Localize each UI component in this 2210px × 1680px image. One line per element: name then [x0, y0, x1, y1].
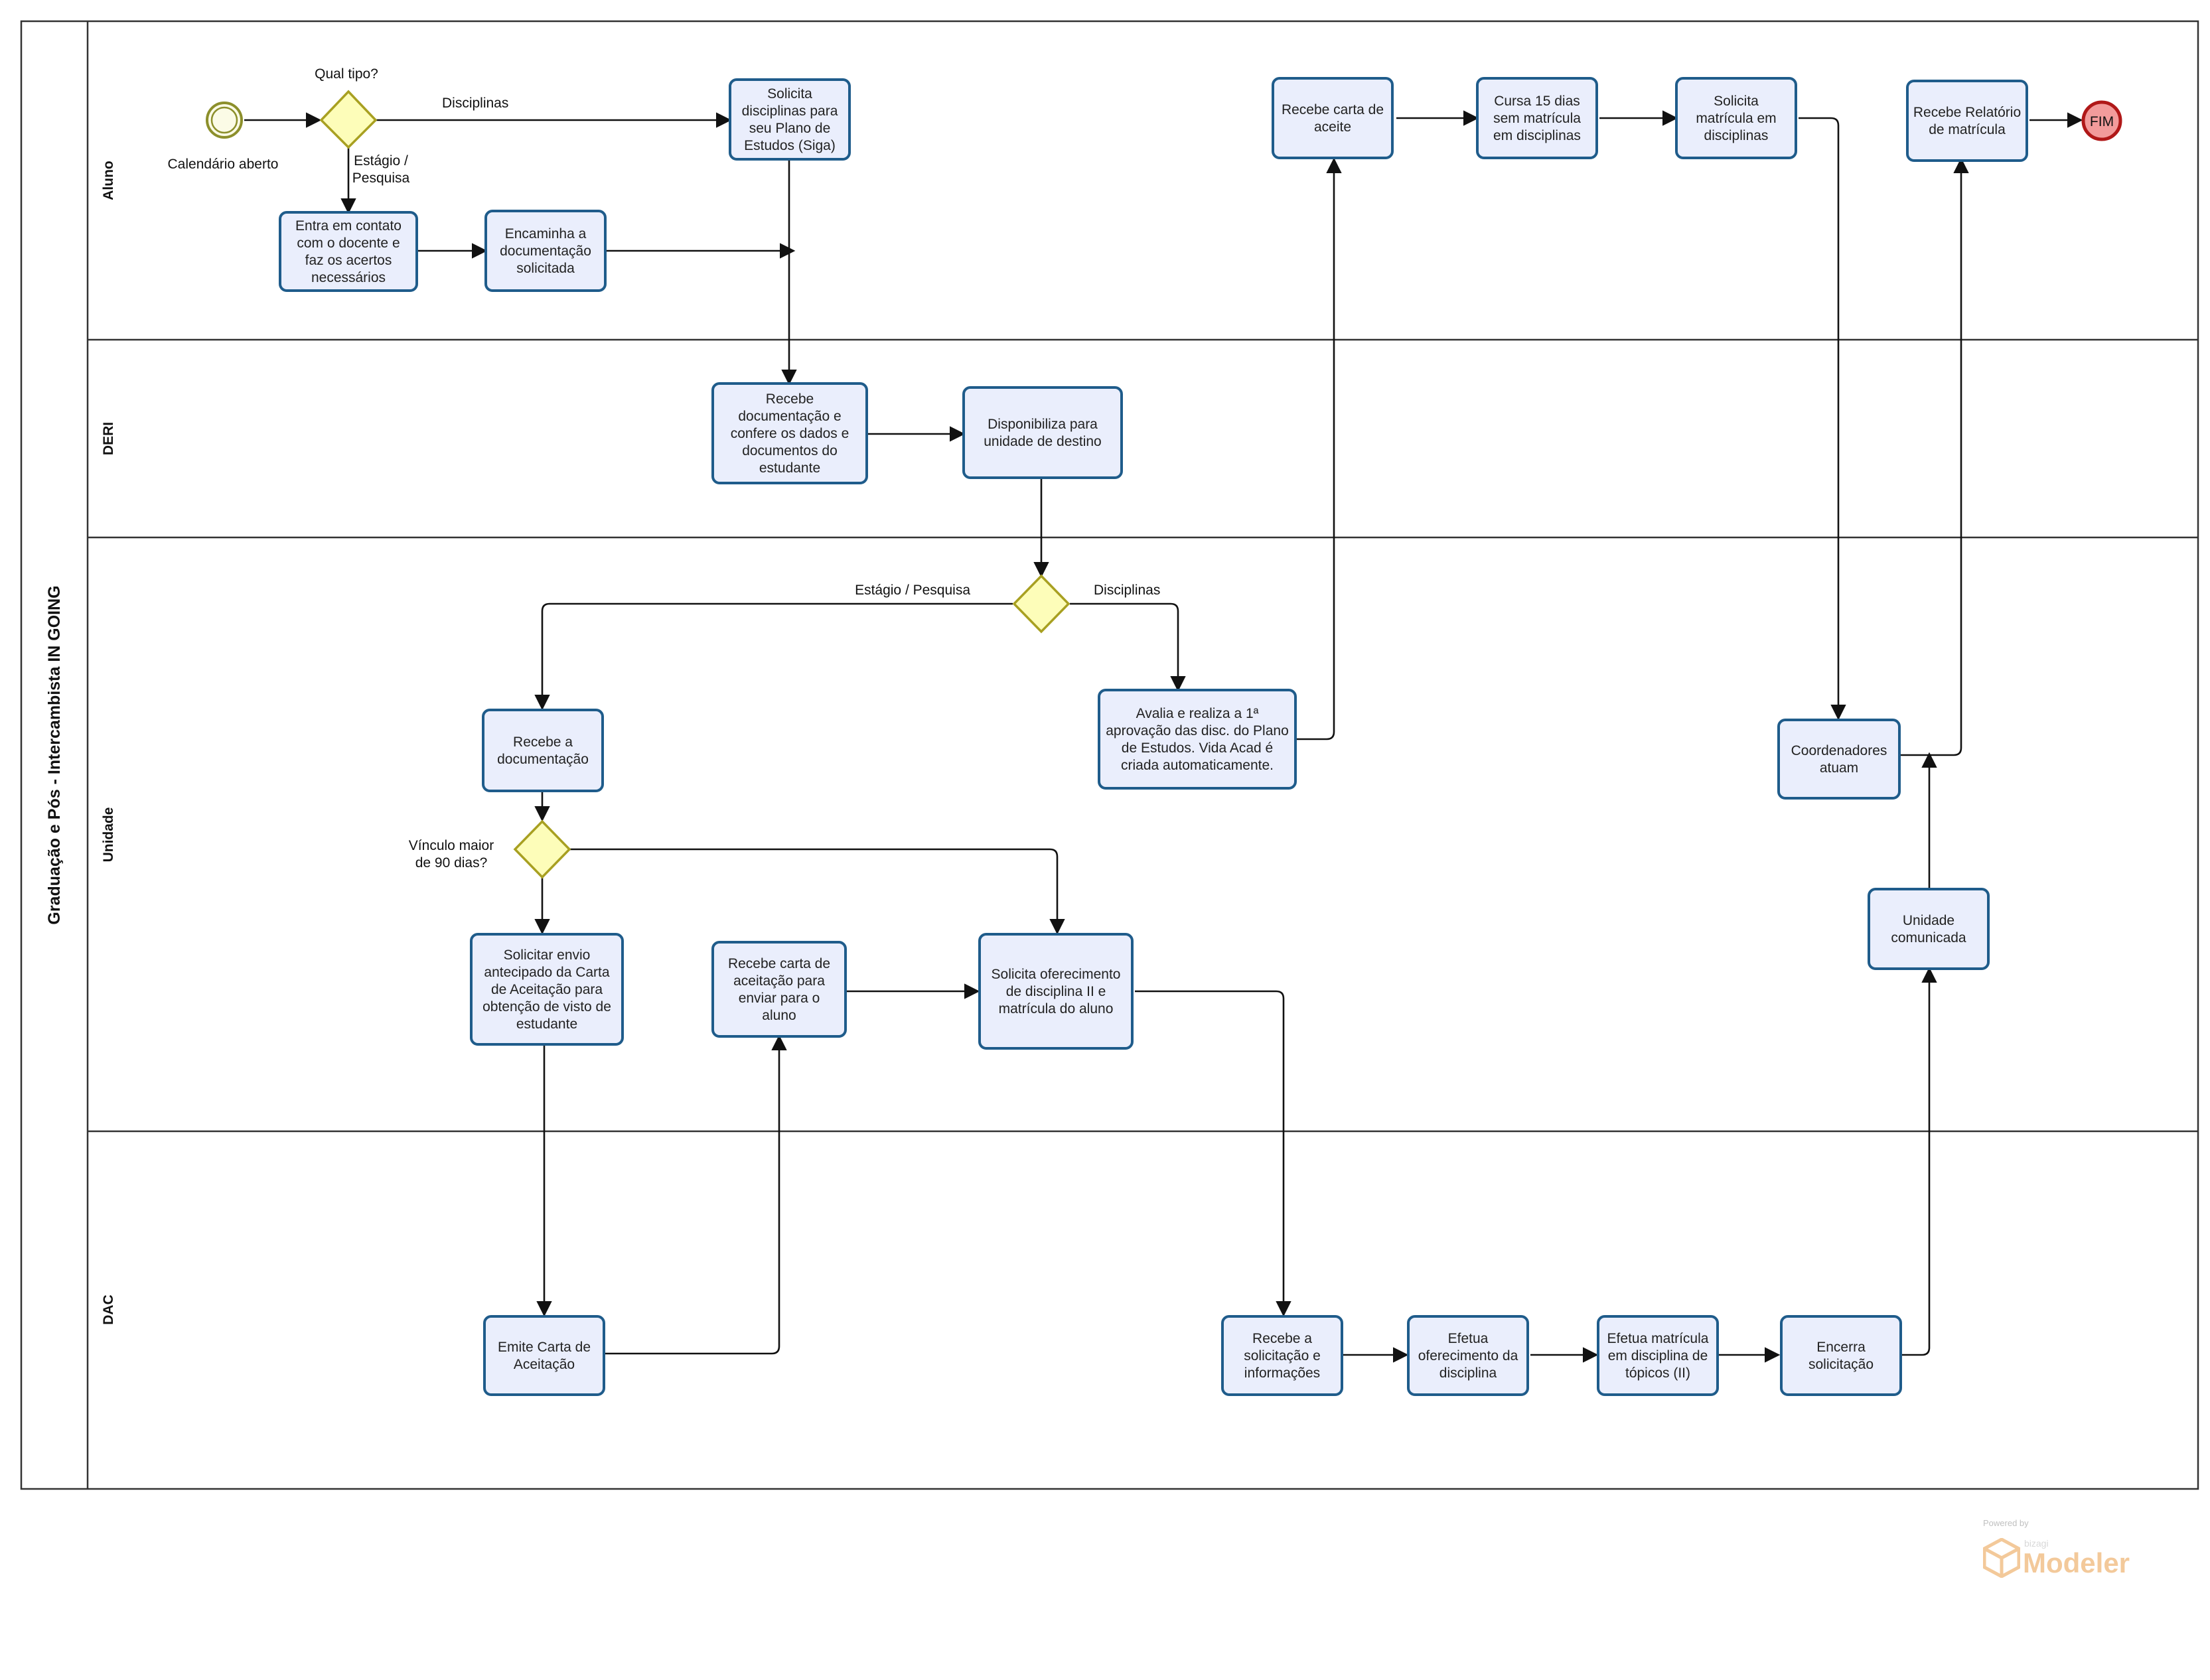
task-box[interactable]: [482, 709, 604, 792]
end-event-label: FIM: [2090, 114, 2114, 129]
lane-label-deri: DERI: [101, 422, 116, 455]
flow-label-disciplinas-top: Disciplinas: [442, 96, 508, 111]
task-box[interactable]: [729, 78, 851, 161]
gateway-vinculo: [513, 819, 571, 879]
task-box[interactable]: [1777, 719, 1901, 800]
sequence-flows: [244, 110, 2083, 1363]
gateway-qual-tipo-label: Qual tipo?: [315, 66, 378, 82]
lane-label-unidade: Unidade: [101, 807, 116, 863]
task-box[interactable]: [1221, 1315, 1343, 1396]
task-box[interactable]: [962, 386, 1123, 479]
task-box[interactable]: [978, 933, 1134, 1050]
task-box[interactable]: [1675, 77, 1797, 159]
task-box[interactable]: [711, 382, 868, 484]
task-box[interactable]: [1780, 1315, 1902, 1396]
task-box[interactable]: [1476, 77, 1598, 159]
task-box[interactable]: [1906, 80, 2028, 162]
pool-title: Graduação e Pós - Intercambista IN GOING: [45, 585, 64, 924]
task-box[interactable]: [1407, 1315, 1529, 1396]
bizagi-text: bizagi: [2024, 1538, 2049, 1549]
task-box[interactable]: [483, 1315, 605, 1396]
lane-label-aluno: Aluno: [101, 161, 116, 200]
task-box[interactable]: [1597, 1315, 1719, 1396]
gateway-unidade-tipo: [1012, 574, 1070, 634]
modeler-text: Modeler: [2023, 1547, 2130, 1578]
task-box[interactable]: [1868, 888, 1990, 970]
flow-label-estagio-mid: Estágio / Pesquisa: [855, 583, 970, 598]
end-event: FIM: [2081, 100, 2122, 141]
start-event: [206, 102, 243, 139]
task-box[interactable]: [484, 210, 607, 292]
gateway-qual-tipo: [319, 90, 378, 149]
task-box[interactable]: [711, 941, 847, 1038]
task-box[interactable]: [279, 211, 418, 292]
flow-label-disciplinas-mid: Disciplinas: [1094, 583, 1160, 598]
task-box[interactable]: [1098, 689, 1297, 790]
bizagi-modeler-logo: Powered by bizagi Modeler: [1983, 1518, 2156, 1578]
powered-by-text: Powered by: [1983, 1518, 2029, 1528]
start-event-label: Calendário aberto: [168, 157, 279, 172]
bizagi-cube-icon: [1983, 1538, 2020, 1578]
task-box[interactable]: [470, 933, 624, 1046]
task-box[interactable]: [1272, 77, 1394, 159]
pool: Graduação e Pós - Intercambista IN GOING…: [20, 20, 2199, 1490]
flow-label-estagio-top-text: Estágio /Pesquisa: [352, 153, 410, 186]
lane-label-dac: DAC: [101, 1295, 116, 1325]
